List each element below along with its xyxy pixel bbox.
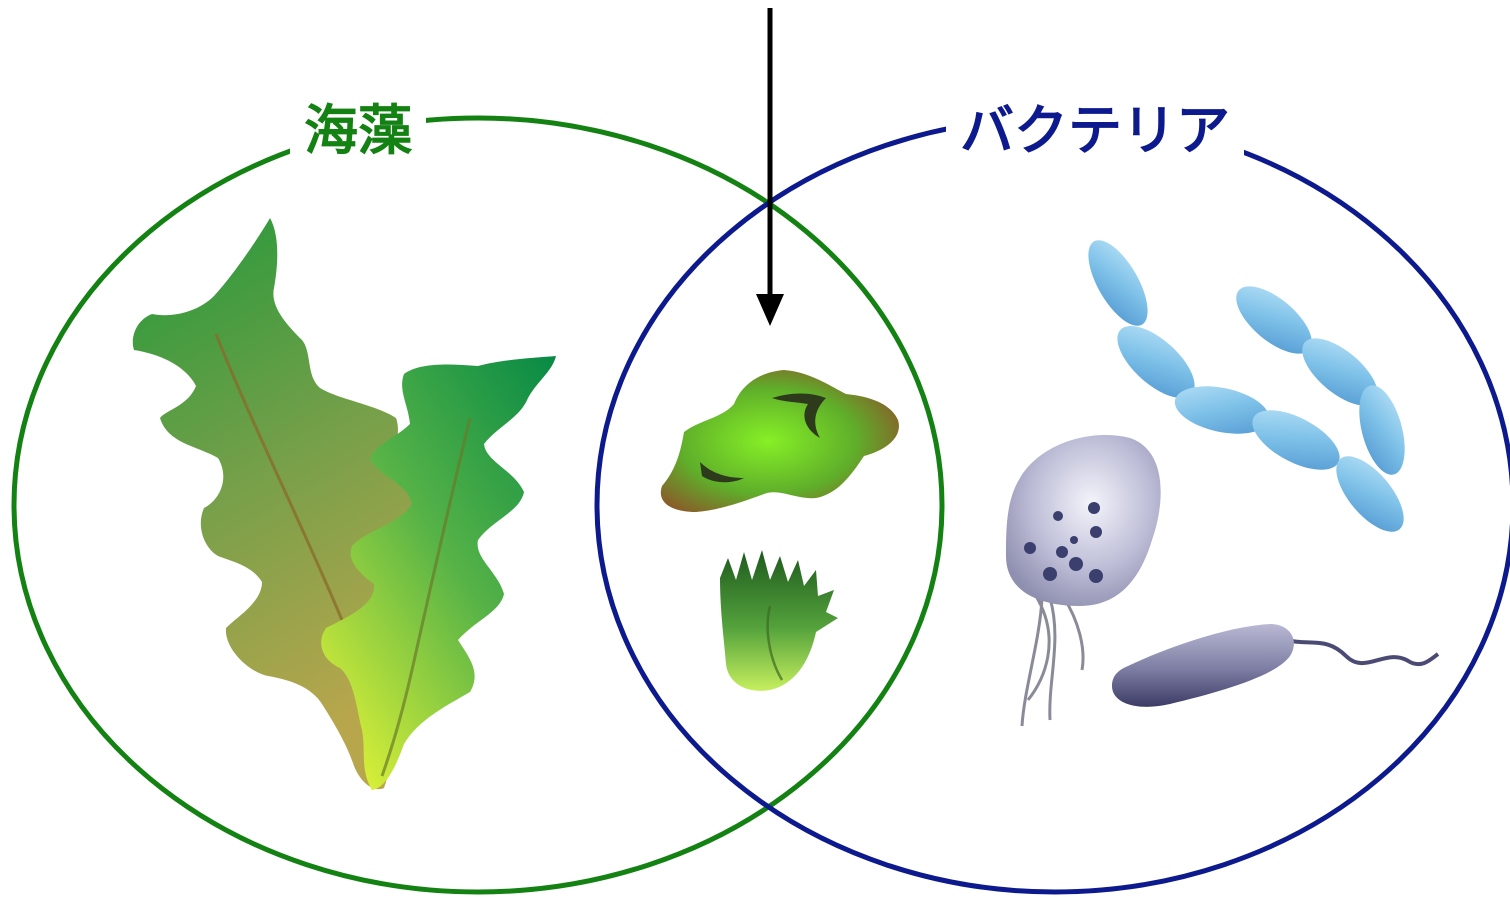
green-algae-blob-icon <box>661 370 899 512</box>
seaweed-frond-icon <box>133 218 556 790</box>
set-label-seaweed: 海藻 <box>290 104 426 158</box>
grass-tuft-algae-icon <box>720 550 838 691</box>
down-arrow-icon <box>756 8 784 326</box>
set-label-bacteria: バクテリア <box>946 104 1244 158</box>
rod-bacterium-icon <box>1112 624 1438 707</box>
